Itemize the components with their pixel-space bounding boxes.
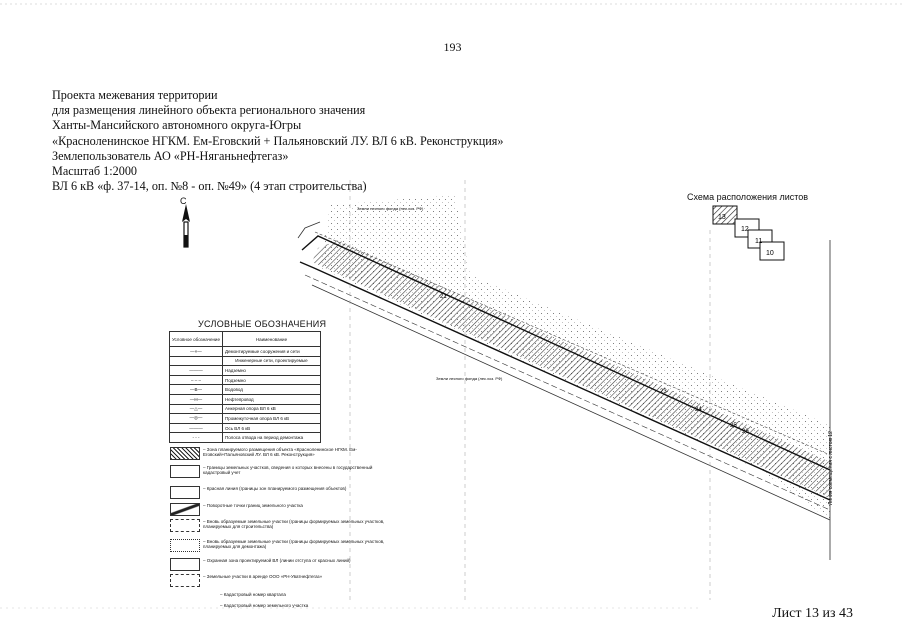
legend-header-name: Наименование <box>221 331 322 347</box>
legend-swatch <box>170 465 200 478</box>
legend-swatch <box>170 486 200 499</box>
forest-label: Земли лесного фонда (лес.хоз. РФ) <box>436 376 503 381</box>
legend-row-label: Нефтепровод <box>221 393 322 405</box>
legend-row-label: Подземно <box>221 374 322 386</box>
legend-row: —◎—Промежуточная опора ВЛ 6 кВ <box>169 413 322 424</box>
point-label: 25 <box>730 423 737 429</box>
north-arrow-icon <box>184 235 188 247</box>
match-line-label: Линия совмещения с листом 12 <box>828 431 834 505</box>
scheme-title: Схема расположения листов <box>687 192 809 202</box>
header-line: Землепользователь АО «РН-Няганьнефтегаз» <box>52 148 289 163</box>
legend-row: —△—Анкерная опора ВЛ 6 кВ <box>169 403 322 415</box>
protection-zone <box>314 231 831 456</box>
legend-swatch <box>170 574 200 587</box>
legend-row: ———Ось ВЛ 6 кВ <box>169 422 322 434</box>
header-line: для размещения линейного объекта региона… <box>52 103 366 118</box>
red-line <box>299 261 831 501</box>
red-line <box>301 235 831 471</box>
legend-item-label: – Красная линия (границы зон планируемог… <box>203 486 347 491</box>
legend-item-label: – Вновь образуемые земельные участки (гр… <box>203 539 385 550</box>
legend-row: – – –Подземно <box>169 374 322 386</box>
scheme-label: 13 <box>718 214 726 221</box>
legend-item-label: – Вновь образуемые земельные участки (гр… <box>203 519 385 530</box>
sheet-label: Лист 13 из 43 <box>772 606 853 621</box>
point-label: 26 <box>742 429 749 435</box>
legend-row-label: Водовод <box>221 384 322 395</box>
legend-row-label: Надземно <box>221 365 322 376</box>
legend-row: ———Надземно <box>169 365 322 376</box>
legend-row-label: Ось ВЛ 6 кВ <box>221 422 322 434</box>
page-number: 193 <box>443 40 462 54</box>
legend-swatch <box>170 503 200 516</box>
document-header: Проекта межевания территории для размеще… <box>52 88 504 194</box>
forest-label: Земли лесного фонда (лес.хоз. РФ) <box>357 206 424 211</box>
corridor-zone <box>312 240 830 498</box>
legend-item-label: – Границы земельных участков, сведения о… <box>203 465 373 476</box>
parcel-boundary <box>311 284 831 521</box>
scheme-sheet-13 <box>712 205 738 225</box>
legend-item-label: – Земельные участки в аренде ООО «РН-Ува… <box>203 574 323 579</box>
legend-item-label: – Охранная зона проектируемой ВЛ (линии … <box>203 558 351 563</box>
legend-table: Условное обозначение Наименование —×—Дем… <box>169 331 322 443</box>
legend-row-label: Анкерная опора ВЛ 6 кВ <box>221 403 322 415</box>
north-label: С <box>180 196 187 206</box>
legend-header-sym: Условное обозначение <box>169 331 223 347</box>
legend-item-label: – Поворотные точки границ земельного уча… <box>203 503 303 508</box>
legend-title: УСЛОВНЫЕ ОБОЗНАЧЕНИЯ <box>198 319 327 329</box>
header-line: Ханты-Мансийского автономного округа-Югр… <box>52 118 302 133</box>
legend-swatch <box>170 558 200 571</box>
legend-row: —В—Водовод <box>169 384 322 395</box>
protection-zone <box>304 274 831 511</box>
corridor-end <box>297 221 321 239</box>
header-line: ВЛ 6 кВ «ф. 37-14, оп. №8 - оп. №49» (4 … <box>52 179 367 194</box>
legend-row: —×—Демонтируемые сооружения и сети <box>169 346 322 357</box>
header-line: Проекта межевания территории <box>52 88 218 102</box>
north-arrow-icon <box>182 204 190 222</box>
legend-swatch <box>170 447 200 460</box>
legend-swatch <box>170 539 200 552</box>
legend-item-label: – Зона планируемого размещения объекта «… <box>203 447 357 458</box>
legend-row: - - -Полоса отвода на период демонтажа <box>169 432 322 443</box>
legend-item-label: – Кадастровый номер земельного участка <box>220 603 309 608</box>
scheme-label: 11 <box>755 238 762 245</box>
point-label: 21 <box>440 294 447 300</box>
scheme-label: 10 <box>766 250 774 257</box>
legend-row-label: Демонтируемые сооружения и сети <box>221 346 322 357</box>
legend-row-label: Промежуточная опора ВЛ 6 кВ <box>221 413 322 424</box>
legend-row-label: Инженерные сети, проектируемые <box>221 355 322 367</box>
legend-row: —Н—Нефтепровод <box>169 393 322 405</box>
legend-header-row: Условное обозначение Наименование <box>169 331 322 347</box>
legend-row-label: Полоса отвода на период демонтажа <box>221 432 322 443</box>
header-line: Масштаб 1:2000 <box>52 164 138 179</box>
scheme-sheet-10 <box>759 241 785 261</box>
legend-row: Инженерные сети, проектируемые <box>169 355 322 367</box>
point-label: 24 <box>695 407 702 413</box>
legend-swatch <box>170 519 200 532</box>
scheme-label: 12 <box>741 226 749 233</box>
legend-item-label: – Кадастровый номер квартала <box>220 592 286 597</box>
point-label: 23 <box>660 389 667 395</box>
header-line: «Красноленинское НГКМ. Ем-Еговский + Пал… <box>52 133 504 148</box>
